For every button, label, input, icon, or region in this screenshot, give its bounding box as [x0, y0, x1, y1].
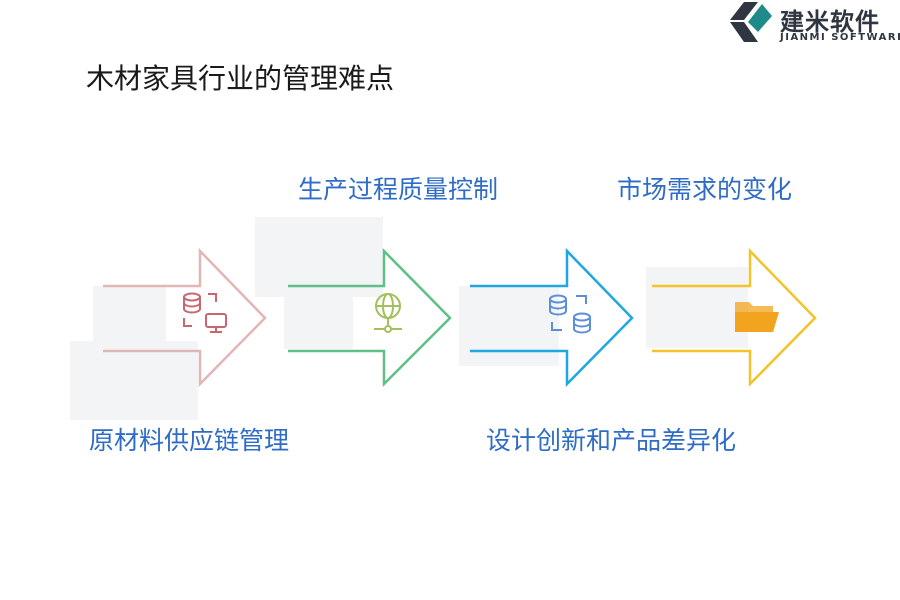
database-monitor-icon — [183, 292, 227, 333]
step-label-4: 市场需求的变化 — [617, 175, 793, 204]
placeholder-box — [646, 267, 748, 348]
process-arrow-2 — [288, 247, 452, 388]
globe-network-icon — [374, 293, 402, 333]
process-arrow-4 — [652, 247, 817, 388]
step-label-3: 设计创新和产品差异化 — [486, 426, 737, 455]
process-arrow-1 — [103, 247, 267, 388]
brand-name-cn: 建米软件 — [780, 8, 880, 36]
brand-name-en: JIANMI SOFTWARE — [780, 32, 900, 43]
databases-sync-icon — [549, 294, 591, 334]
placeholder-box — [459, 286, 559, 366]
brand-logo: 建米软件 JIANMI SOFTWARE — [722, 0, 900, 48]
process-arrow-3 — [470, 247, 634, 388]
placeholder-box — [93, 286, 166, 341]
step-label-1: 原材料供应链管理 — [89, 426, 290, 455]
brand-mark-icon — [730, 2, 772, 42]
placeholder-box — [255, 217, 383, 297]
step-label-2: 生产过程质量控制 — [298, 175, 499, 204]
placeholder-box — [70, 341, 198, 420]
folder-icon — [735, 302, 779, 332]
placeholder-box — [284, 297, 353, 349]
page-title: 木材家具行业的管理难点 — [86, 62, 395, 95]
